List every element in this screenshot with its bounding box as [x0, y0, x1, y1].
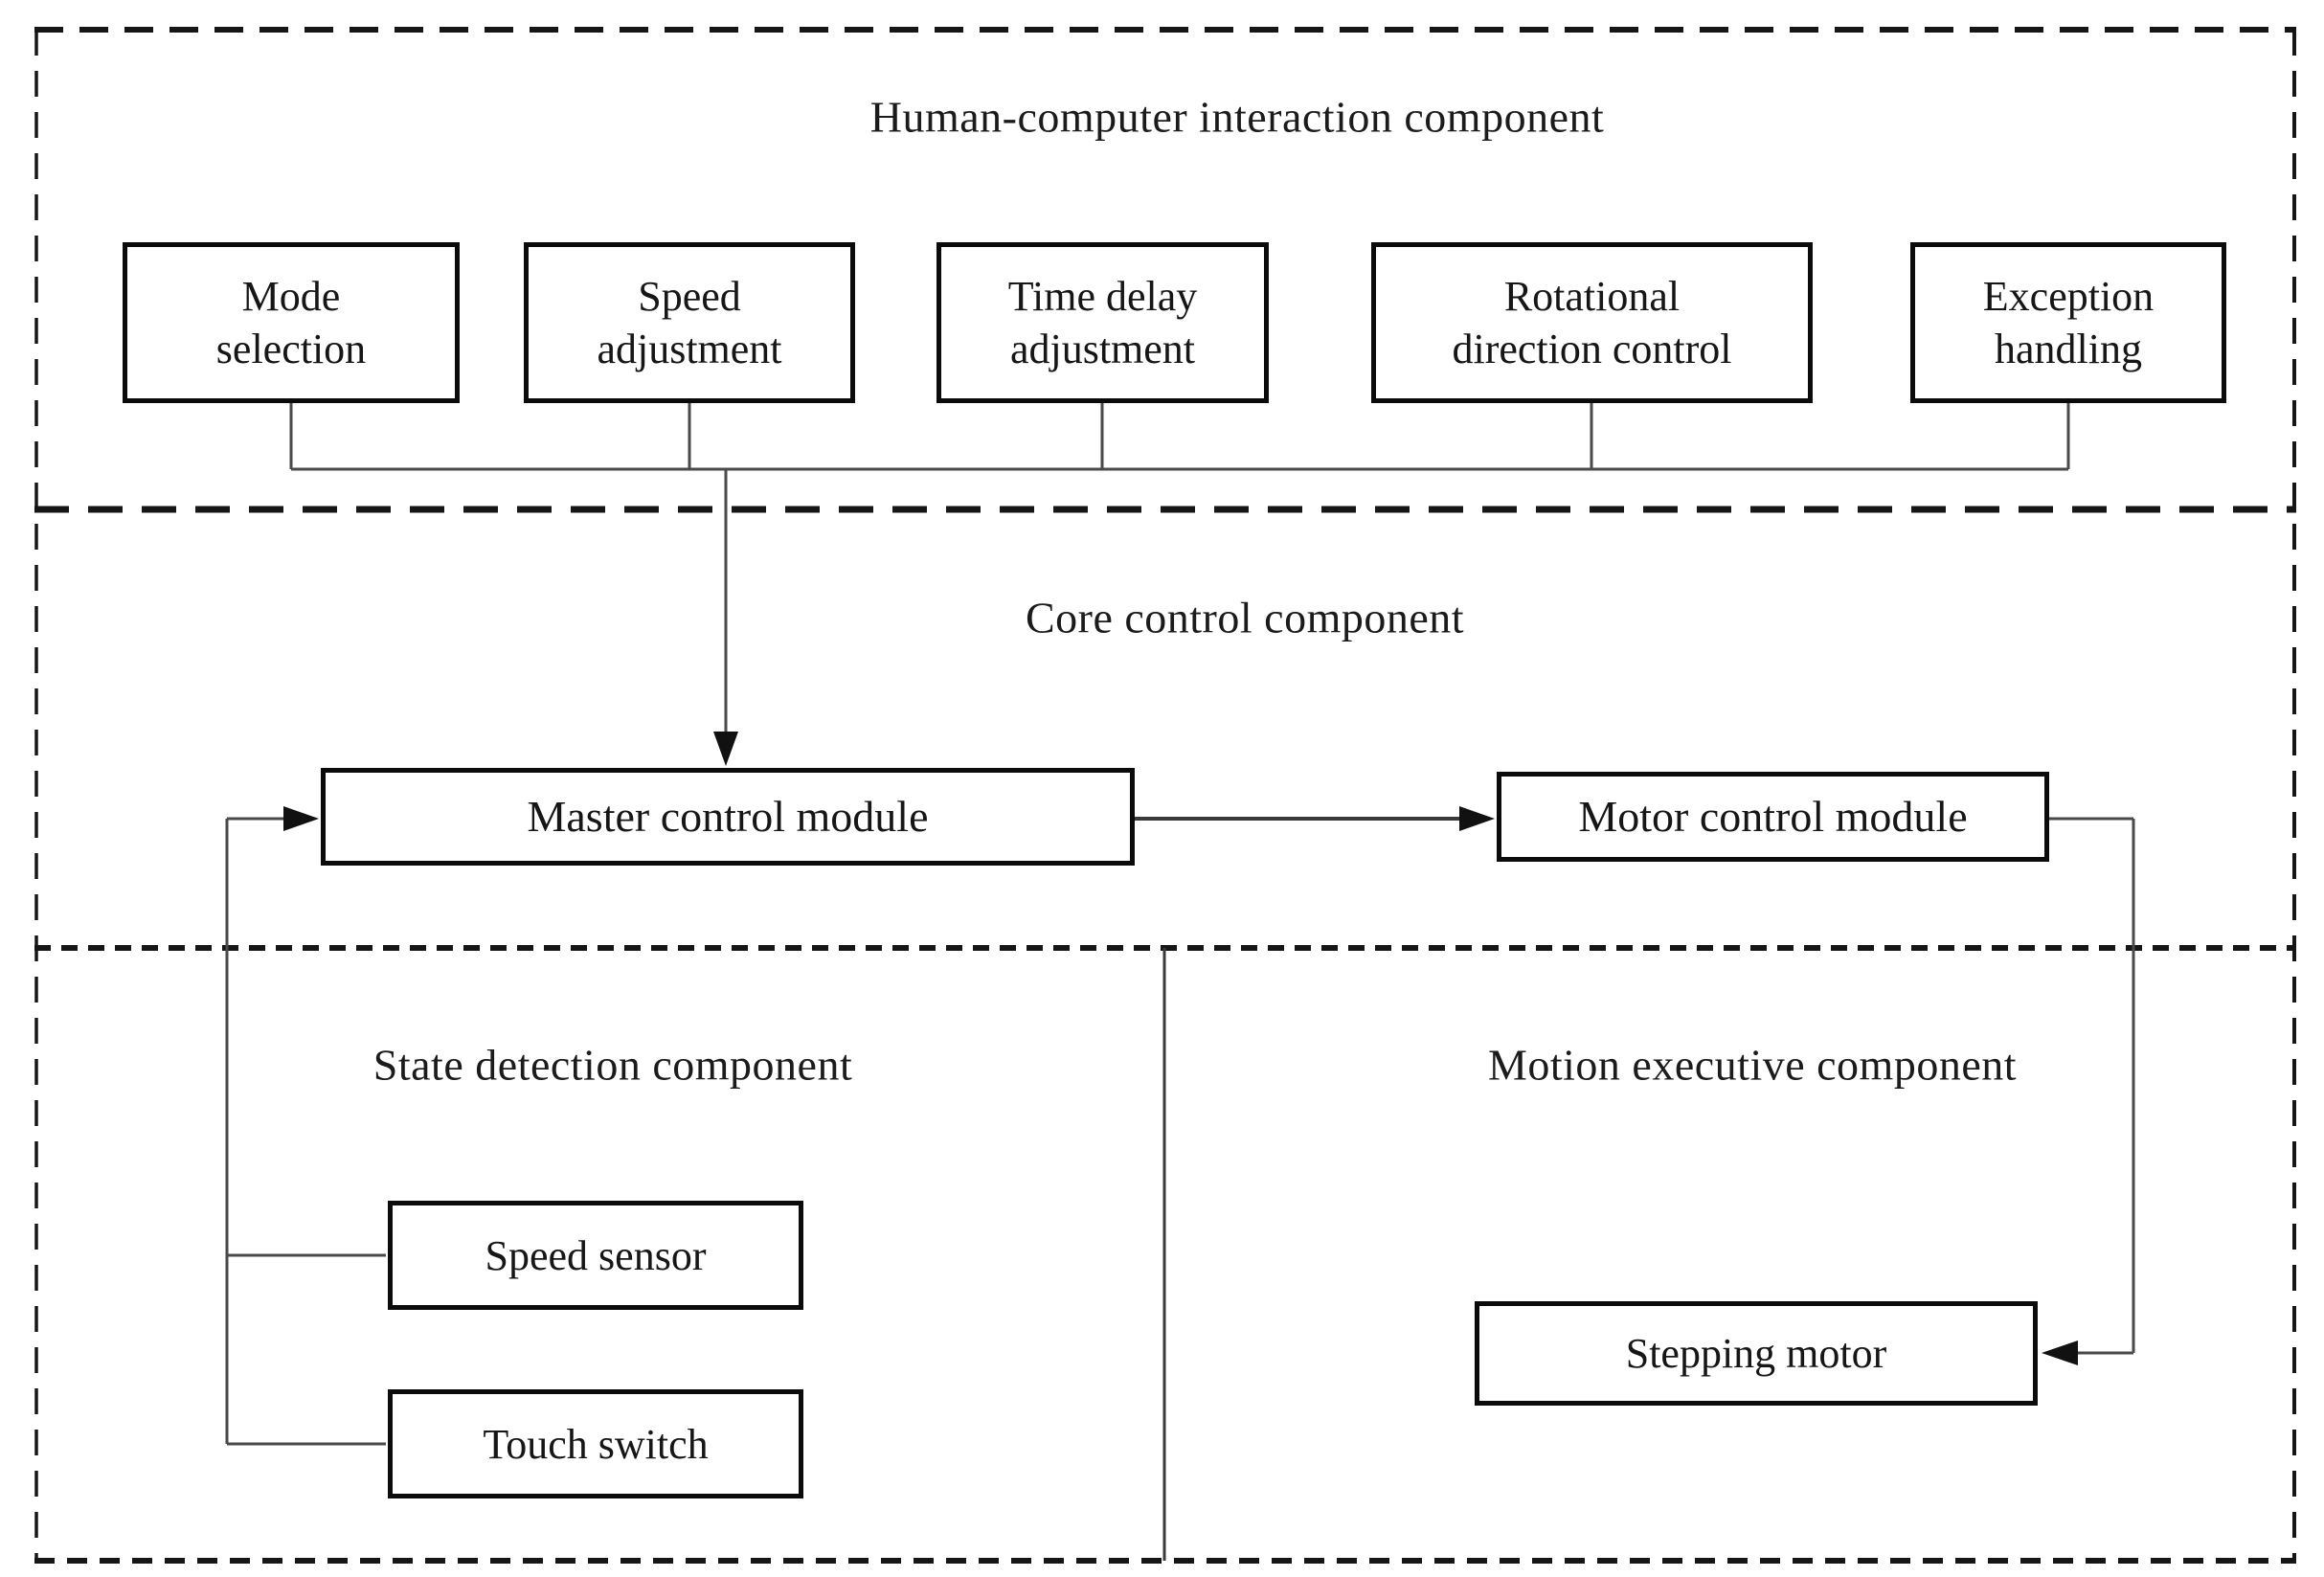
box-stepping-motor-label: Stepping motor [1625, 1330, 1887, 1377]
box-motor-control-module-label: Motor control module [1578, 792, 1968, 842]
box-speed-adjustment: Speed adjustment [524, 242, 855, 403]
box-speed-adjustment-label: Speed adjustment [597, 273, 782, 372]
box-exception-handling-label: Exception handling [1982, 273, 2155, 372]
hci-bus-connectors [289, 403, 2070, 471]
box-speed-sensor: Speed sensor [388, 1201, 803, 1310]
outer-dashed-border [34, 27, 2296, 1564]
state-section-title: State detection component [372, 1040, 853, 1090]
state-to-master-lines [225, 817, 386, 1446]
box-touch-switch-label: Touch switch [483, 1420, 709, 1468]
box-time-delay-adjustment-label: Time delay adjustment [1007, 273, 1198, 372]
arrowhead-into-master-top [713, 732, 738, 766]
core-section-title: Core control component [1025, 593, 1465, 642]
box-time-delay-adjustment: Time delay adjustment [936, 242, 1269, 403]
arrowhead-into-stepping-motor [2042, 1340, 2078, 1365]
box-master-control-module: Master control module [321, 768, 1135, 866]
motor-to-stepping-lines [2049, 817, 2135, 1355]
box-mode-selection: Mode selection [123, 242, 460, 403]
arrowhead-into-motor [1459, 806, 1495, 831]
box-motor-control-module: Motor control module [1497, 772, 2049, 862]
box-rotational-direction-control-label: Rotational direction control [1452, 273, 1732, 372]
box-stepping-motor: Stepping motor [1475, 1301, 2038, 1406]
box-touch-switch: Touch switch [388, 1389, 803, 1498]
box-rotational-direction-control: Rotational direction control [1371, 242, 1813, 403]
box-speed-sensor-label: Speed sensor [485, 1231, 707, 1279]
motion-section-title: Motion executive component [1487, 1040, 2018, 1090]
box-exception-handling: Exception handling [1910, 242, 2226, 403]
box-mode-selection-label: Mode selection [215, 273, 367, 372]
arrowhead-into-master-left [283, 806, 319, 831]
hci-section-title: Human-computer interaction component [869, 92, 1605, 142]
box-master-control-module-label: Master control module [527, 792, 929, 842]
